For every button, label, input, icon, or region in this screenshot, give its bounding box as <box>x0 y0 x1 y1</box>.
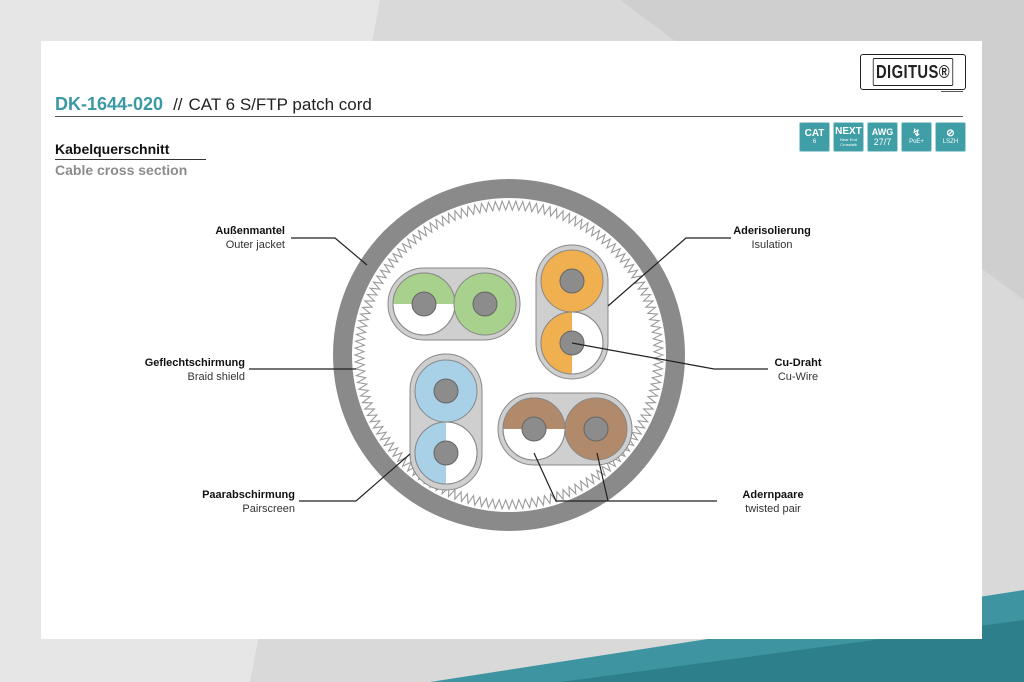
label-en: twisted pair <box>745 503 801 515</box>
cu-wire <box>559 268 585 294</box>
wire-brown-white <box>502 397 566 461</box>
leader-lines <box>249 237 768 502</box>
section-title-en: Cable cross section <box>55 162 188 178</box>
product-code: DK-1644-020 <box>55 94 164 114</box>
leader-twisted-pair-b <box>596 452 609 502</box>
pair-green <box>387 267 521 341</box>
label-de: Außenmantel <box>215 225 285 237</box>
cu-wire <box>433 378 459 404</box>
label-twisted-pair: Adernpaare twisted pair <box>723 488 823 516</box>
pair-orange <box>535 244 609 380</box>
title-separator: // <box>173 95 183 114</box>
pair-brown <box>497 392 633 466</box>
label-de: Geflechtschirmung <box>144 357 245 369</box>
digitus-logo: DIGITUS® <box>860 54 966 90</box>
label-braid-shield: Geflechtschirmung Braid shield <box>125 356 245 384</box>
leader-pair-screen <box>299 453 411 502</box>
cu-wire <box>433 440 459 466</box>
badge-sub: 27/7 <box>873 137 892 147</box>
product-name: CAT 6 S/FTP patch cord <box>188 95 372 114</box>
lightning-icon: ↯ <box>912 127 921 139</box>
label-en: Pairscreen <box>242 503 295 515</box>
leader-twisted-pair-a <box>533 452 717 502</box>
awg-badge: AWG 27/7 <box>867 122 898 152</box>
badge-main: AWG <box>871 127 894 137</box>
cable-cross-section-diagram <box>249 179 768 531</box>
datasheet-card: DIGITUS® DK-1644-020 // CAT 6 S/FTP patch … <box>41 41 982 639</box>
feature-badges: CAT 6 NEXT Near End Crosstalk AWG 27/7 ↯… <box>799 122 966 152</box>
wire-orange <box>540 249 604 313</box>
badge-sub: LSZH <box>942 138 959 145</box>
wire-blue <box>414 359 478 423</box>
product-title: DK-1644-020 // CAT 6 S/FTP patch cord <box>55 94 372 115</box>
braid-zigzag <box>353 199 665 511</box>
section-title-de: Kabelquerschnitt <box>55 141 170 157</box>
wire-green-white <box>392 272 456 336</box>
header-divider-top <box>941 91 963 92</box>
leader-outer-jacket <box>291 237 368 266</box>
label-pair-screen: Paarabschirmung Pairscreen <box>175 488 295 516</box>
label-en: Outer jacket <box>225 239 285 251</box>
badge-sub: 6 <box>812 138 817 145</box>
label-en: Cu-Wire <box>777 371 819 383</box>
label-de: Paarabschirmung <box>202 489 295 501</box>
cu-wire <box>521 416 547 442</box>
header-divider <box>55 116 963 117</box>
logo-text: DIGITUS® <box>872 58 954 86</box>
cu-wire <box>472 291 498 317</box>
label-en: Isulation <box>751 239 793 251</box>
label-de: Cu-Draht <box>774 357 822 369</box>
cu-wire <box>411 291 437 317</box>
wire-blue-white <box>414 421 478 485</box>
badge-sub: PoE+ <box>909 138 924 145</box>
badge-main: CAT <box>804 127 825 139</box>
lszh-badge: ⊘ LSZH <box>935 122 966 152</box>
pair-blue <box>409 353 483 491</box>
no-halogen-icon: ⊘ <box>946 127 955 139</box>
label-outer-jacket: Außenmantel Outer jacket <box>195 224 285 252</box>
cat6-badge: CAT 6 <box>799 122 830 152</box>
leader-insulation <box>607 237 731 307</box>
label-de: Adernpaare <box>742 489 804 501</box>
next-badge: NEXT Near End Crosstalk <box>833 122 864 152</box>
label-cu-wire: Cu-Draht Cu-Wire <box>748 356 848 384</box>
poe-badge: ↯ PoE+ <box>901 122 932 152</box>
wire-green <box>453 272 517 336</box>
section-underline <box>55 159 206 160</box>
label-insulation: Aderisolierung Isulation <box>722 224 822 252</box>
wire-brown <box>564 397 628 461</box>
label-de: Aderisolierung <box>733 225 811 237</box>
leader-cu-wire <box>571 342 768 370</box>
label-en: Braid shield <box>187 371 245 383</box>
cu-wire <box>583 416 609 442</box>
braid-shield <box>353 199 665 511</box>
badge-sub: Near End Crosstalk <box>840 137 857 147</box>
badge-main: NEXT <box>835 126 862 137</box>
